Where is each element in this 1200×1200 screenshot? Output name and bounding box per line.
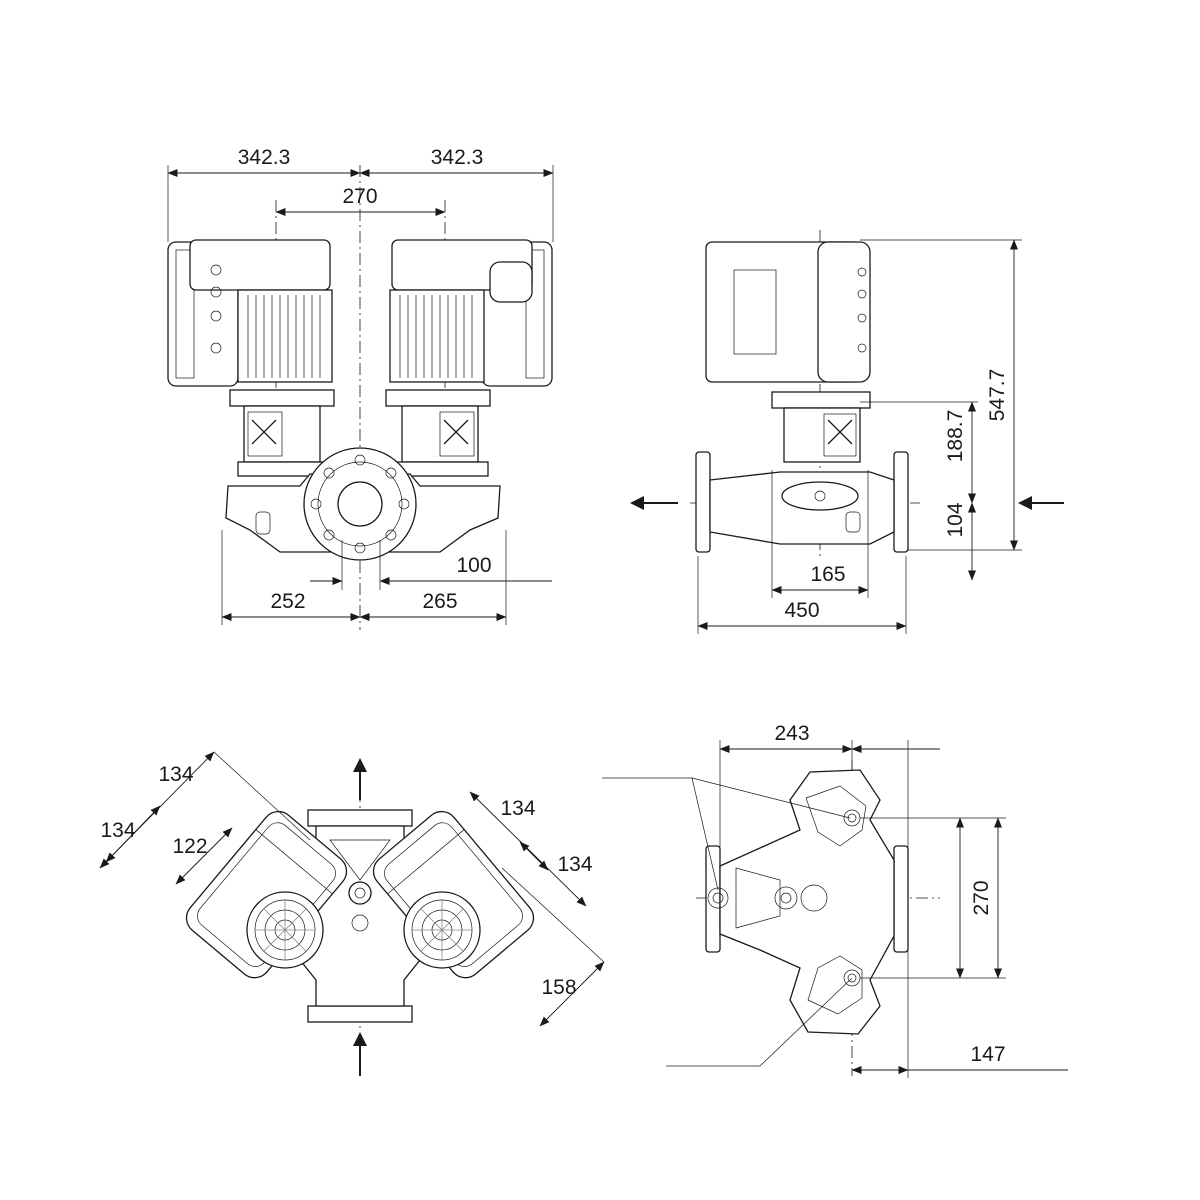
right-motor <box>385 239 553 463</box>
dim-flange-height: 104 <box>944 502 967 537</box>
dim-left-base: 252 <box>270 590 305 613</box>
side-dimensions: 547.7 188.7 104 165 450 <box>697 239 1022 634</box>
top-view: 134 134 122 134 134 158 <box>99 751 605 1076</box>
flow-arrows <box>630 496 1064 510</box>
dim-left-inner: 134 <box>100 819 135 842</box>
dim-motor-spacing: 270 <box>342 185 377 208</box>
dim-left-width: 342.3 <box>238 146 291 169</box>
dim-total-height: 547.7 <box>986 369 1009 422</box>
bottom-pump-outline <box>705 769 909 1035</box>
dim-right-inner: 134 <box>557 853 592 876</box>
dim-pipe-offset: 100 <box>456 554 491 577</box>
dim-left-small: 122 <box>172 835 207 858</box>
top-dimensions: 134 134 122 134 134 158 <box>99 751 605 1027</box>
top-flow-arrows <box>353 758 367 1076</box>
left-motor-fins <box>247 295 321 378</box>
side-terminal-glands <box>857 267 867 353</box>
dim-right-depth: 158 <box>541 976 576 999</box>
dim-port-to-port: 450 <box>784 599 819 622</box>
left-cable-glands <box>210 264 222 354</box>
front-dimensions: 342.3 342.3 270 100 252 265 <box>167 146 554 625</box>
dim-left-outer: 134 <box>158 763 193 786</box>
bottom-view: 243 270 147 <box>602 722 1068 1078</box>
dim-right-base: 265 <box>422 590 457 613</box>
right-motor-fins <box>399 295 473 378</box>
dim-bottom-offset: 147 <box>970 1043 1005 1066</box>
dim-foot-width: 165 <box>810 563 845 586</box>
bottom-dimensions: 243 270 147 <box>719 722 1068 1078</box>
dim-shaft-height: 188.7 <box>944 410 967 463</box>
side-view: 547.7 188.7 104 165 450 <box>630 230 1064 634</box>
dim-top-width: 243 <box>774 722 809 745</box>
left-motor <box>167 239 335 463</box>
front-view: 342.3 342.3 270 100 252 265 <box>167 146 554 630</box>
front-pump-housing <box>225 447 501 561</box>
top-left-impeller <box>246 891 324 969</box>
front-flange-bolts <box>310 454 410 554</box>
top-right-impeller <box>403 891 481 969</box>
dim-right-outer: 134 <box>500 797 535 820</box>
side-pump-housing <box>695 451 909 553</box>
dim-hole-spacing: 270 <box>970 880 993 915</box>
side-motor <box>705 241 871 463</box>
dim-right-width: 342.3 <box>431 146 484 169</box>
